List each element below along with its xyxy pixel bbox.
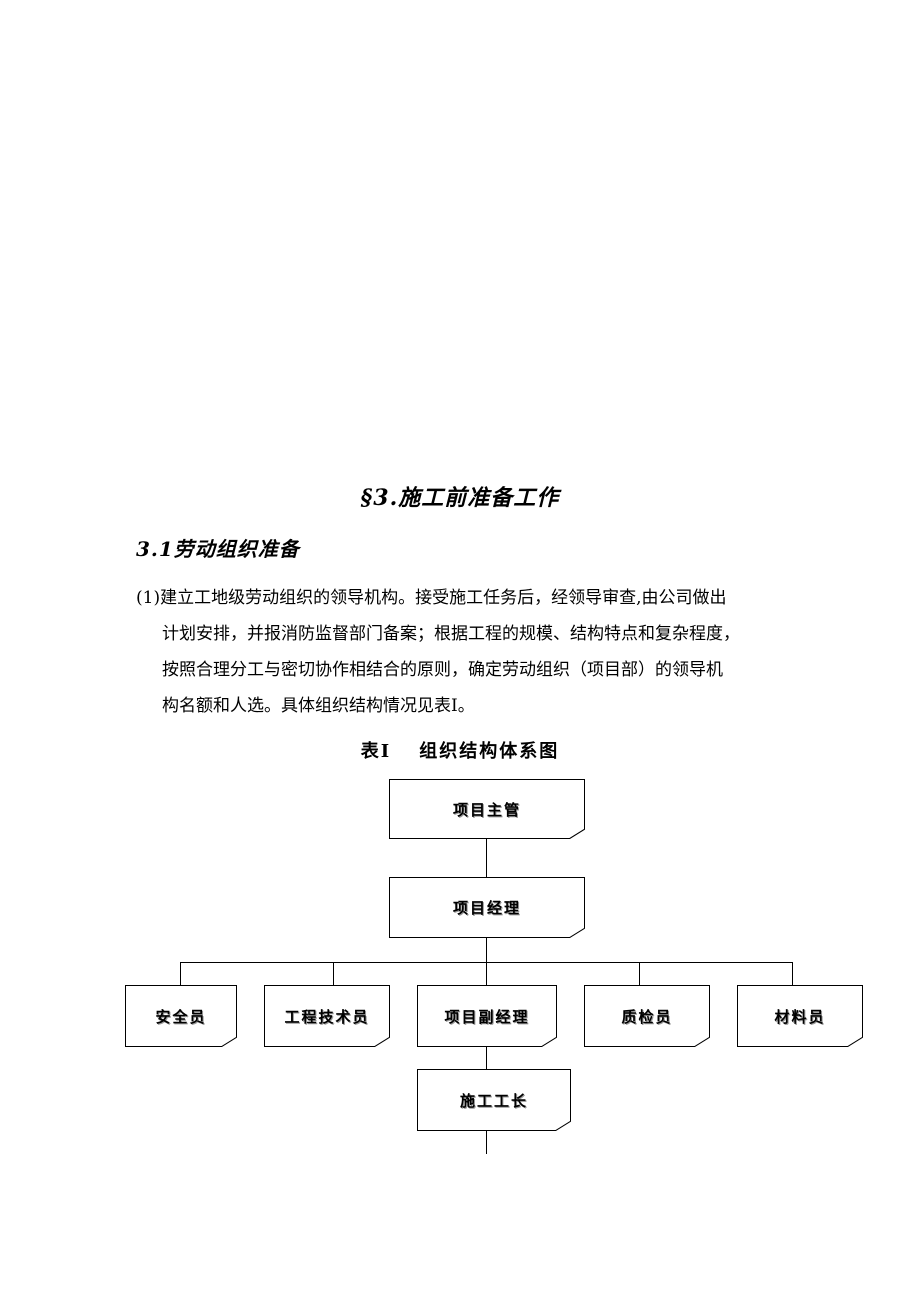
org-node-label: 工程技术员 [284, 1007, 370, 1026]
org-node-label: 材料员 [774, 1007, 826, 1026]
org-node-label: 质检员 [621, 1007, 673, 1026]
org-node-project-manager: 项目经理 [389, 877, 585, 938]
org-node-label: 项目经理 [452, 899, 521, 917]
paragraph-line: 构名额和人选。具体组织结构情况见表Ⅰ。 [162, 696, 475, 716]
page-fold-icon [694, 1037, 710, 1047]
org-node-label: 施工工长 [459, 1091, 528, 1110]
section-title: §3.施工前准备工作 [360, 485, 560, 511]
connector-bus-to-qc [639, 962, 640, 986]
connector-bus-to-engineer [333, 962, 334, 986]
org-node-project-director: 项目主管 [389, 779, 585, 839]
table-caption: 表Ⅰ 组织结构体系图 [0, 737, 920, 763]
table-caption-number: 表Ⅰ [360, 741, 392, 762]
connector-top-to-manager [486, 838, 487, 878]
connector-bus-to-safety [180, 962, 181, 986]
page-fold-icon [555, 1121, 571, 1131]
subsection-title: 3.1劳动组织准备 [136, 537, 300, 561]
page-fold-icon [221, 1037, 237, 1047]
page-fold-icon [541, 1037, 557, 1047]
org-node-safety-officer: 安全员 [125, 985, 237, 1047]
org-node-site-foreman: 施工工长 [417, 1069, 571, 1131]
org-node-quality-inspector: 质检员 [584, 985, 710, 1047]
page-fold-icon [569, 829, 585, 839]
org-node-deputy-manager: 项目副经理 [417, 985, 557, 1047]
connector-manager-to-bus [486, 938, 487, 962]
org-node-label: 安全员 [155, 1007, 207, 1026]
org-node-label: 项目副经理 [444, 1007, 530, 1026]
org-node-materials-officer: 材料员 [737, 985, 863, 1047]
connector-deputy-to-foreman [486, 1046, 487, 1070]
org-node-label: 项目主管 [452, 800, 521, 819]
paragraph-labor-organization: (1)建立工地级劳动组织的领导机构。接受施工任务后，经领导审查,由公司做出 计划… [136, 580, 796, 724]
connector-bus-to-deputy [486, 962, 487, 986]
paragraph-line: 计划安排，并报消防监督部门备案；根据工程的规模、结构特点和复杂程度， [162, 624, 740, 644]
org-node-technical-staff: 工程技术员 [264, 985, 390, 1047]
connector-bus-to-materials [792, 962, 793, 986]
page-fold-icon [569, 928, 585, 938]
page-fold-icon [374, 1037, 390, 1047]
paragraph-line: 按照合理分工与密切协作相结合的原则，确定劳动组织（项目部）的领导机 [162, 660, 723, 680]
page-fold-icon [847, 1037, 863, 1047]
connector-foreman-down [486, 1130, 487, 1154]
paragraph-line: (1)建立工地级劳动组织的领导机构。接受施工任务后，经领导审查,由公司做出 [136, 588, 727, 608]
table-caption-title: 组织结构体系图 [419, 741, 560, 762]
